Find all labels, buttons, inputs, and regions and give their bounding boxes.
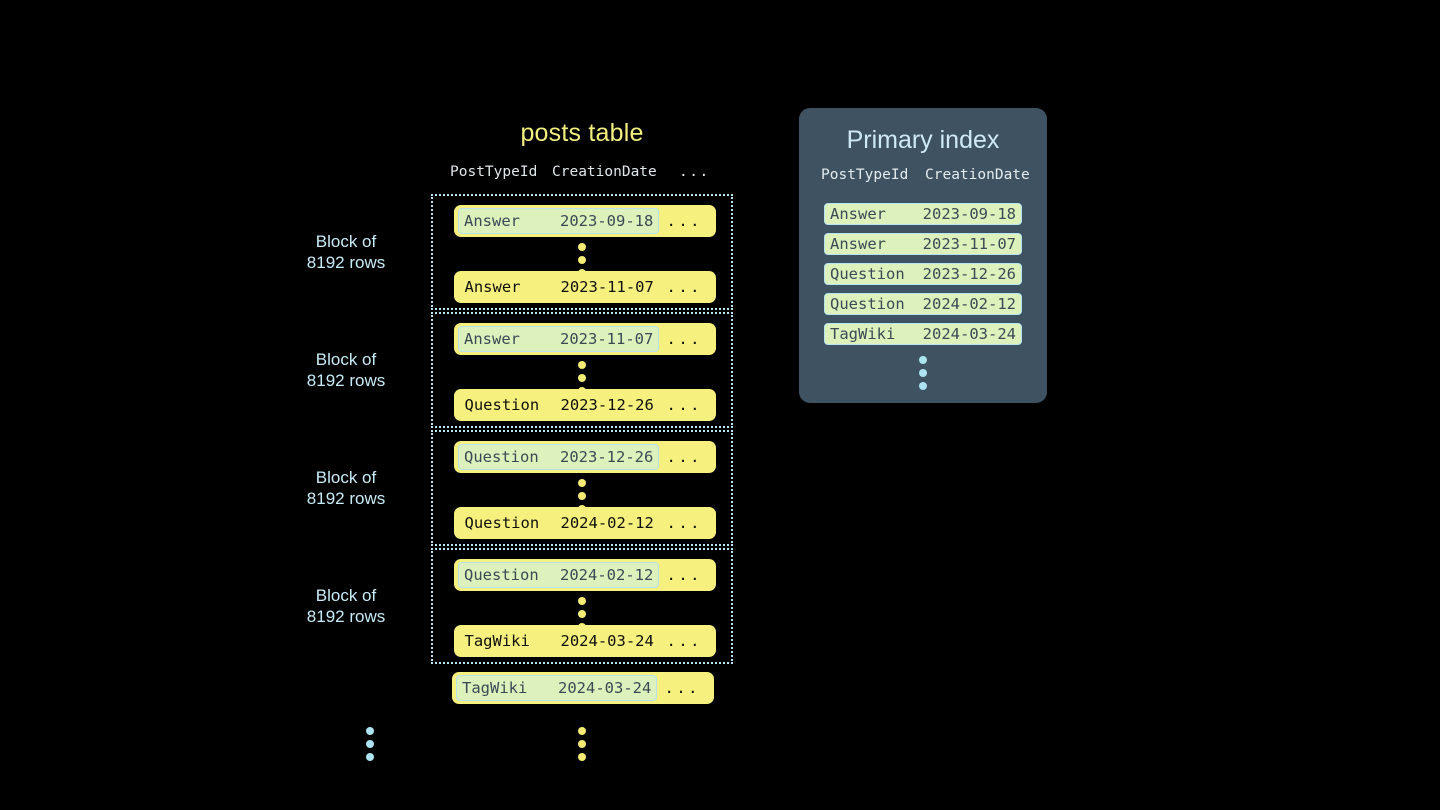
row-creationdate: 2023-09-18 bbox=[560, 212, 654, 230]
row-posttypeid: Question bbox=[464, 566, 539, 584]
table-row[interactable]: Question 2024-02-12 ... bbox=[454, 507, 716, 539]
table-row[interactable]: Question 2023-12-26 ... bbox=[454, 441, 716, 473]
row-creationdate: 2023-11-07 bbox=[560, 330, 654, 348]
granule-block: Block of 8192 rows Question 2024-02-12 ..… bbox=[307, 548, 733, 664]
index-posttypeid: Question bbox=[830, 295, 905, 313]
blocks-continue-ellipsis bbox=[366, 724, 374, 763]
index-mark-cell: Question 2024-02-12 bbox=[458, 562, 660, 588]
row-creationdate: 2023-11-07 bbox=[560, 278, 654, 296]
block-label: Block of 8192 rows bbox=[306, 232, 386, 272]
index-mark-cell: TagWiki 2024-03-24 bbox=[456, 675, 658, 701]
row-posttypeid: Answer bbox=[464, 278, 521, 296]
trailing-row-wrapper: TagWiki 2024-03-24 ... bbox=[366, 672, 733, 761]
index-mark-row[interactable]: Question 2023-12-26 bbox=[824, 263, 1022, 285]
index-mark-cell: Answer 2023-11-07 bbox=[458, 326, 660, 352]
index-creationdate: 2023-09-18 bbox=[922, 205, 1016, 223]
row-ellipsis: ... bbox=[664, 679, 700, 697]
row-ellipsis: ... bbox=[666, 514, 702, 532]
posts-table-column-headers: PostTypeId CreationDate ... bbox=[431, 164, 733, 188]
table-row[interactable]: TagWiki 2024-03-24 ... bbox=[454, 625, 716, 657]
primary-index-panel: Primary index PostTypeId CreationDate An… bbox=[799, 108, 1047, 403]
index-continues-ellipsis bbox=[919, 353, 927, 392]
row-ellipsis: ... bbox=[666, 278, 702, 296]
posts-table-title: posts table bbox=[520, 119, 644, 147]
row-posttypeid: Question bbox=[464, 396, 540, 414]
table-row[interactable]: TagWiki 2024-03-24 ... bbox=[452, 672, 714, 704]
column-header-posttypeid: PostTypeId bbox=[821, 167, 909, 183]
row-ellipsis: ... bbox=[666, 632, 702, 650]
index-mark-row[interactable]: TagWiki 2024-03-24 bbox=[824, 323, 1022, 345]
index-mark-row[interactable]: Answer 2023-09-18 bbox=[824, 203, 1022, 225]
table-continues-ellipsis bbox=[578, 724, 586, 763]
column-header-ellipsis: ... bbox=[679, 164, 710, 180]
row-cell: Answer 2023-11-07 bbox=[458, 274, 660, 300]
row-posttypeid: TagWiki bbox=[462, 679, 528, 697]
primary-index-column-headers: PostTypeId CreationDate bbox=[799, 167, 1047, 189]
table-row[interactable]: Answer 2023-11-07 ... bbox=[454, 271, 716, 303]
row-cell: TagWiki 2024-03-24 bbox=[458, 628, 660, 654]
row-creationdate: 2024-03-24 bbox=[558, 679, 652, 697]
row-cell: Question 2024-02-12 bbox=[458, 510, 660, 536]
table-row[interactable]: Answer 2023-11-07 ... bbox=[454, 323, 716, 355]
column-header-posttypeid: PostTypeId bbox=[450, 164, 538, 180]
index-posttypeid: Answer bbox=[830, 235, 886, 253]
column-header-creationdate: CreationDate bbox=[925, 167, 1030, 183]
row-creationdate: 2023-12-26 bbox=[560, 448, 654, 466]
index-continues-ellipsis-wrapper bbox=[799, 353, 1047, 393]
row-ellipsis: ... bbox=[666, 448, 702, 466]
index-creationdate: 2024-03-24 bbox=[922, 325, 1016, 343]
row-creationdate: 2024-02-12 bbox=[560, 514, 654, 532]
block-label: Block of 8192 rows bbox=[306, 350, 386, 390]
index-posttypeid: Question bbox=[830, 265, 905, 283]
posts-table-section: posts table PostTypeId CreationDate ... … bbox=[307, 118, 733, 761]
block-label: Block of 8192 rows bbox=[306, 468, 386, 508]
row-ellipsis: ... bbox=[666, 396, 702, 414]
table-row[interactable]: Question 2024-02-12 ... bbox=[454, 559, 716, 591]
primary-index-rows: Answer 2023-09-18 Answer 2023-11-07 Questi… bbox=[799, 203, 1047, 393]
row-posttypeid: Answer bbox=[464, 212, 520, 230]
column-header-creationdate: CreationDate bbox=[552, 164, 657, 180]
index-posttypeid: TagWiki bbox=[830, 325, 896, 343]
primary-index-title: Primary index bbox=[846, 126, 1000, 154]
index-creationdate: 2023-12-26 bbox=[922, 265, 1016, 283]
index-posttypeid: Answer bbox=[830, 205, 886, 223]
index-mark-cell: Answer 2023-09-18 bbox=[458, 208, 660, 234]
row-posttypeid: TagWiki bbox=[464, 632, 530, 650]
index-mark-row[interactable]: Answer 2023-11-07 bbox=[824, 233, 1022, 255]
block-label: Block of 8192 rows bbox=[306, 586, 386, 626]
row-ellipsis: ... bbox=[666, 566, 702, 584]
table-row[interactable]: Answer 2023-09-18 ... bbox=[454, 205, 716, 237]
index-mark-row[interactable]: Question 2024-02-12 bbox=[824, 293, 1022, 315]
granule-block: Block of 8192 rows Question 2023-12-26 ..… bbox=[307, 430, 733, 546]
row-creationdate: 2024-02-12 bbox=[560, 566, 654, 584]
index-mark-cell: Question 2023-12-26 bbox=[458, 444, 660, 470]
row-creationdate: 2024-03-24 bbox=[560, 632, 654, 650]
row-posttypeid: Question bbox=[464, 514, 540, 532]
row-cell: Question 2023-12-26 bbox=[458, 392, 660, 418]
index-creationdate: 2023-11-07 bbox=[922, 235, 1016, 253]
table-row[interactable]: Question 2023-12-26 ... bbox=[454, 389, 716, 421]
row-creationdate: 2023-12-26 bbox=[560, 396, 654, 414]
row-ellipsis: ... bbox=[666, 330, 702, 348]
row-ellipsis: ... bbox=[666, 212, 702, 230]
index-creationdate: 2024-02-12 bbox=[922, 295, 1016, 313]
row-posttypeid: Question bbox=[464, 448, 539, 466]
row-posttypeid: Answer bbox=[464, 330, 520, 348]
